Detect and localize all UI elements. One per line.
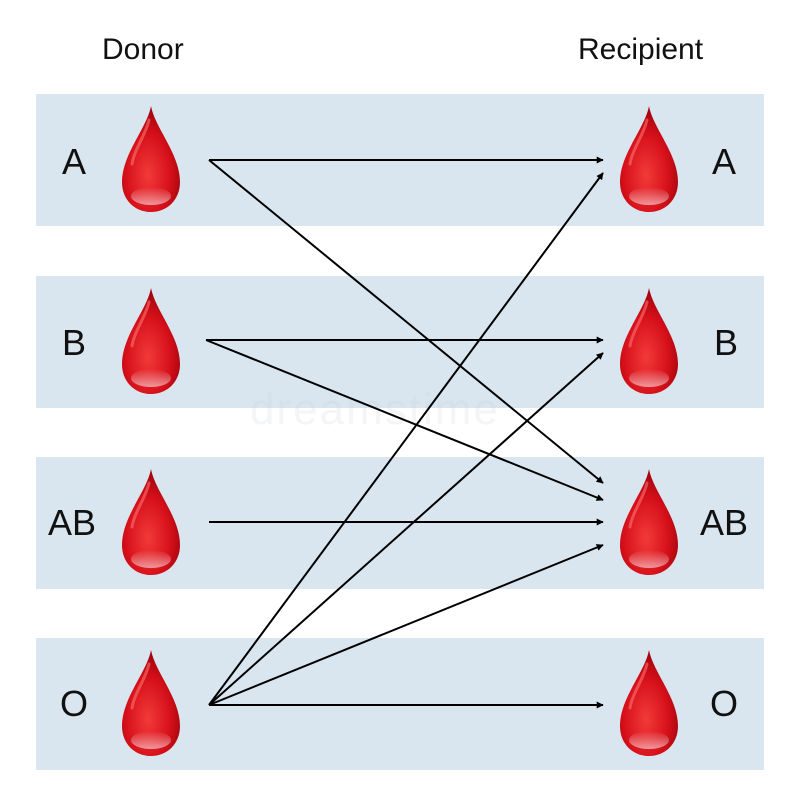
recipient-label-b: B: [714, 322, 739, 363]
recipient-drop-o-icon: [618, 648, 680, 758]
arrow-a-to-ab: [208, 159, 604, 484]
donor-label-ab: AB: [48, 502, 97, 543]
recipient-header: Recipient: [578, 33, 704, 66]
arrow-o-to-a: [208, 172, 604, 706]
recipient-drop-ab-icon: [618, 467, 680, 577]
arrow-o-to-b: [208, 352, 604, 706]
arrow-o-to-ab: [208, 544, 604, 706]
recipient-drop-b-icon: [618, 286, 680, 396]
recipient-label-o: O: [710, 683, 739, 724]
arrow-b-to-ab: [205, 339, 604, 501]
donor-label-a: A: [62, 141, 87, 182]
donor-drop-o-icon: [120, 648, 182, 758]
recipient-drop-a-icon: [618, 104, 680, 214]
recipient-label-a: A: [712, 141, 737, 182]
donor-drop-ab-icon: [120, 467, 182, 577]
watermark: dreamstime: [250, 385, 500, 434]
donor-drop-b-icon: [120, 286, 182, 396]
recipient-label-ab: AB: [700, 502, 749, 543]
donor-label-b: B: [62, 322, 87, 363]
donor-label-o: O: [60, 683, 89, 724]
donor-drop-a-icon: [120, 104, 182, 214]
donor-header: Donor: [102, 33, 184, 66]
